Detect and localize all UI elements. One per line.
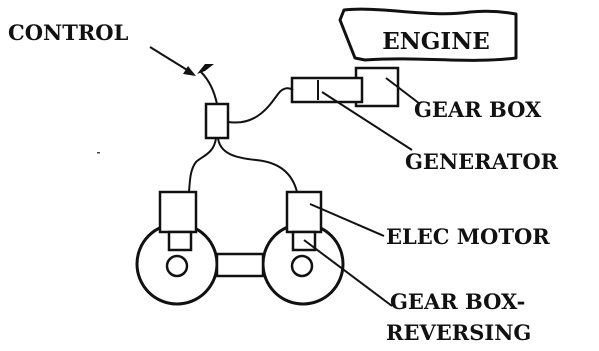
- engine-block: ENGINE: [338, 7, 518, 62]
- gear-box-label: GEAR BOX: [414, 97, 542, 122]
- gear-box-reversing-label-line2: REVERSING: [386, 320, 531, 345]
- generator-leader: [321, 91, 413, 151]
- wire-generator-control: [227, 87, 294, 124]
- control-lever-knob: [197, 64, 214, 74]
- engine-label: ENGINE: [382, 28, 490, 55]
- speck: [97, 152, 100, 154]
- left-elec-motor: [158, 190, 198, 234]
- wire-control-right-motor: [217, 137, 298, 193]
- wire-control-left-motor: [188, 137, 217, 193]
- generator: [290, 76, 364, 104]
- elec-motor-label: ELEC MOTOR: [386, 224, 550, 249]
- left-gear-box-reversing: [167, 230, 193, 252]
- axle: [215, 252, 265, 278]
- gear-box-reversing-label-line1: GEAR BOX-: [390, 289, 525, 314]
- control-lever: [200, 71, 218, 105]
- generator-label: GENERATOR: [405, 149, 559, 174]
- left-wheel-hub: [165, 254, 189, 278]
- control-label: CONTROL: [8, 20, 129, 45]
- right-wheel-hub: [290, 254, 314, 278]
- right-elec-motor: [285, 190, 323, 234]
- left-wheel: [135, 222, 219, 306]
- gear-box-leader: [385, 77, 421, 105]
- elec-motor-leader: [309, 203, 385, 237]
- control-box: [204, 102, 230, 140]
- gear-box-reversing-leader: [303, 239, 393, 307]
- control-leader: [149, 46, 196, 76]
